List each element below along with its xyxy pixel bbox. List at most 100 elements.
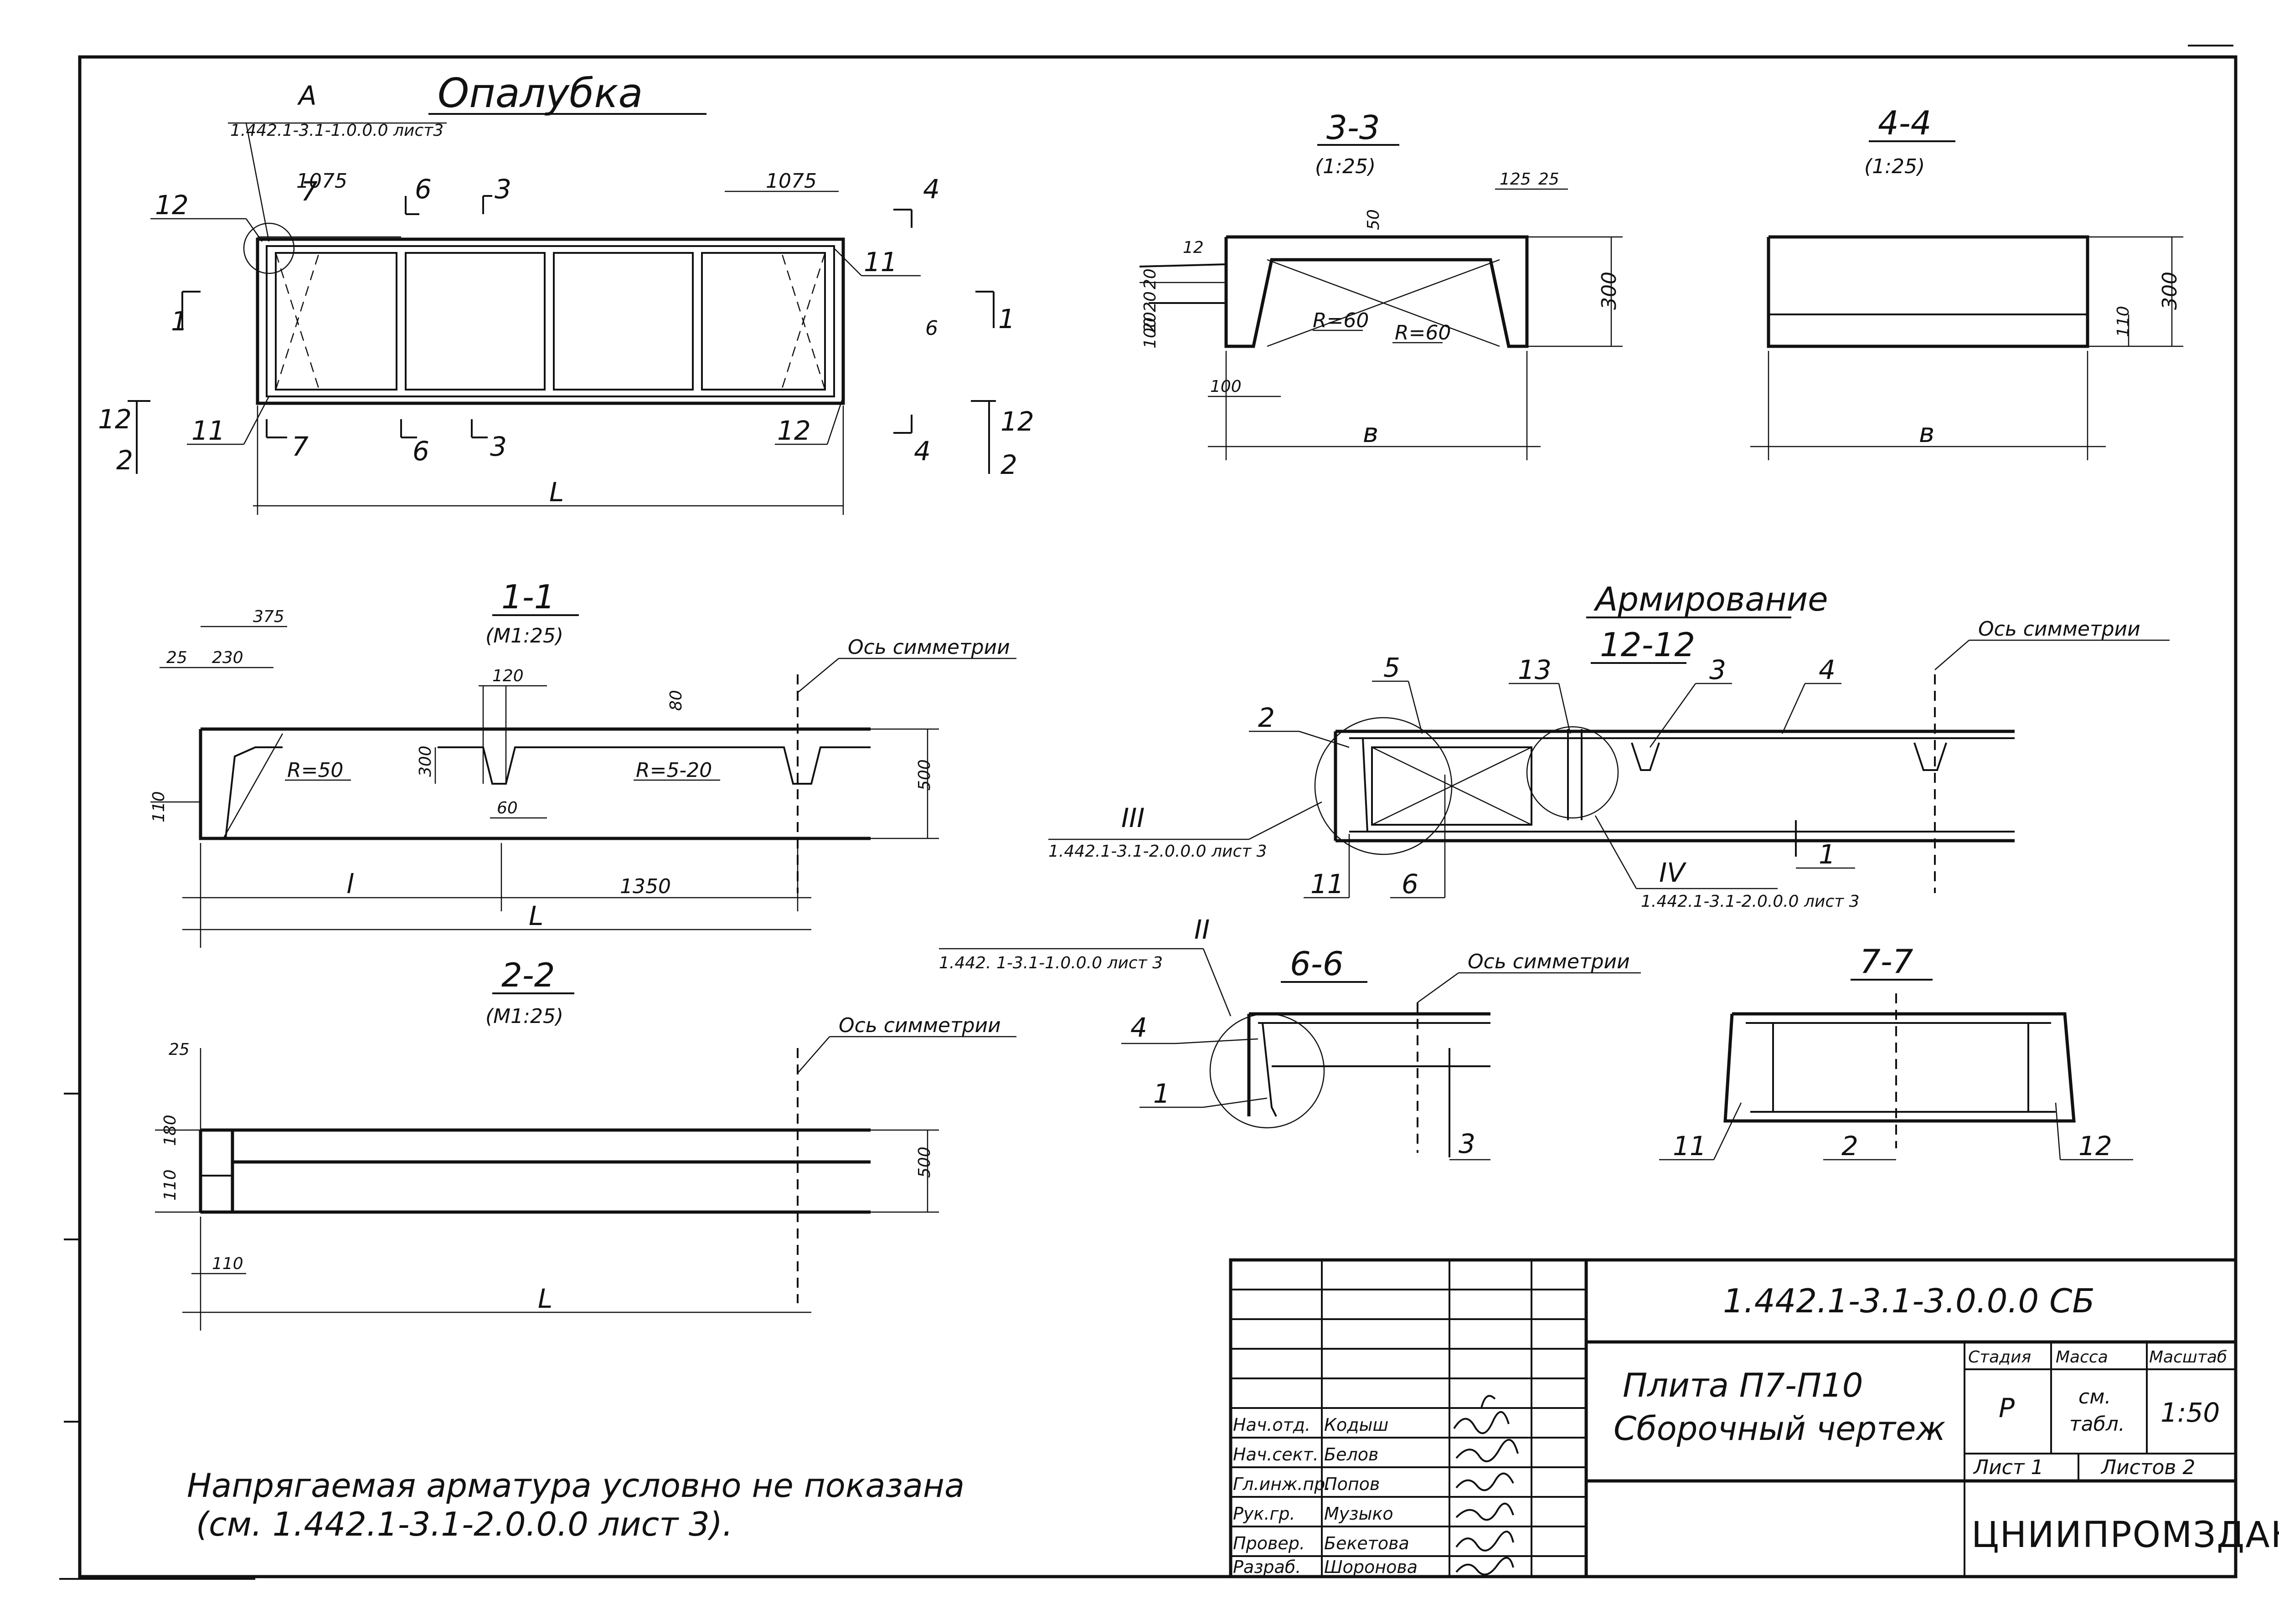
formwork-title: Опалубка <box>438 70 643 117</box>
dim-1-1-l: l <box>346 869 354 899</box>
reinf-callout-3: 3 <box>1709 654 1726 685</box>
dim-3-3-125: 125 <box>1500 170 1531 189</box>
dim-1-1-500: 500 <box>915 759 934 791</box>
col-stage: Стадия <box>1968 1348 2031 1367</box>
stage-value: Р <box>1999 1393 2015 1424</box>
name-3: Музыко <box>1324 1504 1393 1524</box>
dim-1-1-r5-20: R=5-20 <box>636 759 712 782</box>
role-3: Рук.гр. <box>1233 1504 1295 1524</box>
axis-label-2-2: Ось симметрии <box>839 1014 1001 1037</box>
sec6-callout-3: 3 <box>1459 1128 1475 1159</box>
reinf-callout-4: 4 <box>1819 654 1836 685</box>
dim-1-1-r50: R=50 <box>287 759 343 782</box>
dim-4-4-110: 110 <box>2114 306 2133 337</box>
dim-1-1-120: 120 <box>492 667 524 685</box>
sec6-callout-4: 4 <box>1130 1012 1147 1043</box>
dim-1-1-110: 110 <box>150 791 168 822</box>
node-II: II <box>1194 914 1210 945</box>
cut-12-left: 12 <box>98 404 132 435</box>
node-II-ref: 1.442. 1-3.1-1.0.0.0 лист 3 <box>939 954 1163 972</box>
cut-4-top: 4 <box>923 174 940 205</box>
role-2: Гл.инж.пр. <box>1233 1474 1330 1494</box>
drawing-type: Сборочный чертеж <box>1614 1409 1945 1448</box>
dim-2-2-25: 25 <box>169 1040 190 1059</box>
reinforcement-subtitle: 12-12 <box>1600 626 1695 664</box>
cut-1-right: 1 <box>998 303 1015 334</box>
dim-1-1-300: 300 <box>416 745 435 777</box>
cut-1-left: 1 <box>171 306 188 337</box>
ref-doc: 1.442.1-3.1-1.0.0.0 лист3 <box>230 121 443 140</box>
note-line-2: (см. 1.442.1-3.1-2.0.0.0 лист 3). <box>196 1505 733 1543</box>
node-IV: IV <box>1659 857 1687 888</box>
formwork-plan: Опалубка А 1.442.1-3.1-1.0.0.0 лист3 107… <box>98 70 1034 515</box>
sec7-callout-11: 11 <box>1673 1131 1707 1161</box>
dim-2-2-110b: 110 <box>161 1169 180 1201</box>
cut-6-bottom: 6 <box>412 436 429 467</box>
dim-1-1-25: 25 <box>166 648 187 667</box>
section-2-2: 2-2 (М1:25) 25 110 180 110 500 L Ось сим… <box>155 956 1016 1331</box>
sec7-callout-12: 12 <box>2078 1131 2112 1161</box>
section-6-6-title: 6-6 <box>1290 945 1344 983</box>
dim-3-3-300: 300 <box>1598 272 1621 310</box>
sheet-frame <box>59 45 2238 1580</box>
slab-outline <box>256 237 845 405</box>
dim-3-3-r1: R=60 <box>1313 309 1369 332</box>
dim-3-3-20a: 20 <box>1141 268 1160 289</box>
axis-label-6-6: Ось симметрии <box>1468 950 1630 973</box>
signatures <box>1453 1395 1519 1576</box>
node-III-ref: 1.442.1-3.1-2.0.0.0 лист 3 <box>1048 842 1267 861</box>
section-4-4-title: 4-4 <box>1878 104 1932 142</box>
cut-7-top: 7 <box>301 176 318 207</box>
dim-1-1-L: L <box>529 900 543 931</box>
dim-1-1-375: 375 <box>253 607 284 626</box>
callout-6: 6 <box>925 317 938 340</box>
axis-label-reinf: Ось симметрии <box>1978 617 2140 641</box>
cut-6-top: 6 <box>415 174 432 205</box>
mass-line-2: табл. <box>2069 1413 2125 1436</box>
node-IV-ref: 1.442.1-3.1-2.0.0.0 лист 3 <box>1641 892 1860 911</box>
dim-1-1-230: 230 <box>212 648 243 667</box>
section-3-3-scale: (1:25) <box>1315 155 1376 178</box>
dim-1075-left: 1075 <box>296 170 347 193</box>
dim-1-1-80: 80 <box>667 690 686 711</box>
mass-line-1: см. <box>2078 1385 2111 1408</box>
section-1-1-title: 1-1 <box>501 578 555 616</box>
section-4-4-scale: (1:25) <box>1864 155 1925 178</box>
sec7-callout-2: 2 <box>1841 1131 1858 1161</box>
section-1-1-scale: (М1:25) <box>485 624 563 648</box>
dim-2-2-500: 500 <box>915 1146 934 1178</box>
note-line-1: Напрягаемая арматура условно не показана <box>187 1466 964 1505</box>
dim-3-3-100: 100 <box>1210 377 1242 396</box>
callout-12-top: 12 <box>155 190 189 221</box>
section-4-4: 4-4 (1:25) 300 110 в <box>1750 104 2183 460</box>
reinf-callout-11: 11 <box>1310 869 1344 899</box>
reinf-callout-13: 13 <box>1518 654 1552 685</box>
callout-11-right: 11 <box>864 247 897 278</box>
callout-11-left: 11 <box>191 415 225 446</box>
role-0: Нач.отд. <box>1233 1415 1310 1435</box>
cut-4-bottom: 4 <box>914 436 931 467</box>
section-3-3-title: 3-3 <box>1326 108 1380 147</box>
col-mass: Масса <box>2056 1348 2108 1367</box>
dim-3-3-50: 50 <box>1364 209 1383 230</box>
cut-2-right: 2 <box>1000 449 1017 480</box>
role-1: Нач.сект. <box>1233 1444 1319 1465</box>
reinf-callout-6: 6 <box>1402 869 1418 899</box>
doc-code: 1.442.1-3.1-3.0.0.0 СБ <box>1723 1282 2095 1320</box>
section-7-7: 7-7 11 2 12 <box>1659 942 2133 1161</box>
dim-3-3-w: в <box>1363 417 1378 448</box>
dim-1075-right: 1075 <box>766 170 817 193</box>
role-4: Провер. <box>1233 1533 1305 1553</box>
ref-mark: А <box>297 80 317 111</box>
reinforcement-view: Армирование 12-12 Ось симметрии 2 5 13 3… <box>1048 580 2170 911</box>
dim-1-1-60: 60 <box>497 799 518 817</box>
name-4: Бекетова <box>1324 1533 1409 1553</box>
axis-label-1-1: Ось симметрии <box>848 636 1010 659</box>
title-block: 1.442.1-3.1-3.0.0.0 СБ Плита П7-П10 Сбор… <box>1229 1258 2279 1578</box>
scale-value: 1:50 <box>2160 1397 2220 1428</box>
dim-2-2-110: 110 <box>212 1254 243 1273</box>
section-2-2-title: 2-2 <box>501 956 555 994</box>
section-6-6: 6-6 Ось симметрии 4 1 3 II 1.442. 1-3.1-… <box>939 914 1641 1161</box>
dim-1-1-1350: 1350 <box>620 875 671 898</box>
